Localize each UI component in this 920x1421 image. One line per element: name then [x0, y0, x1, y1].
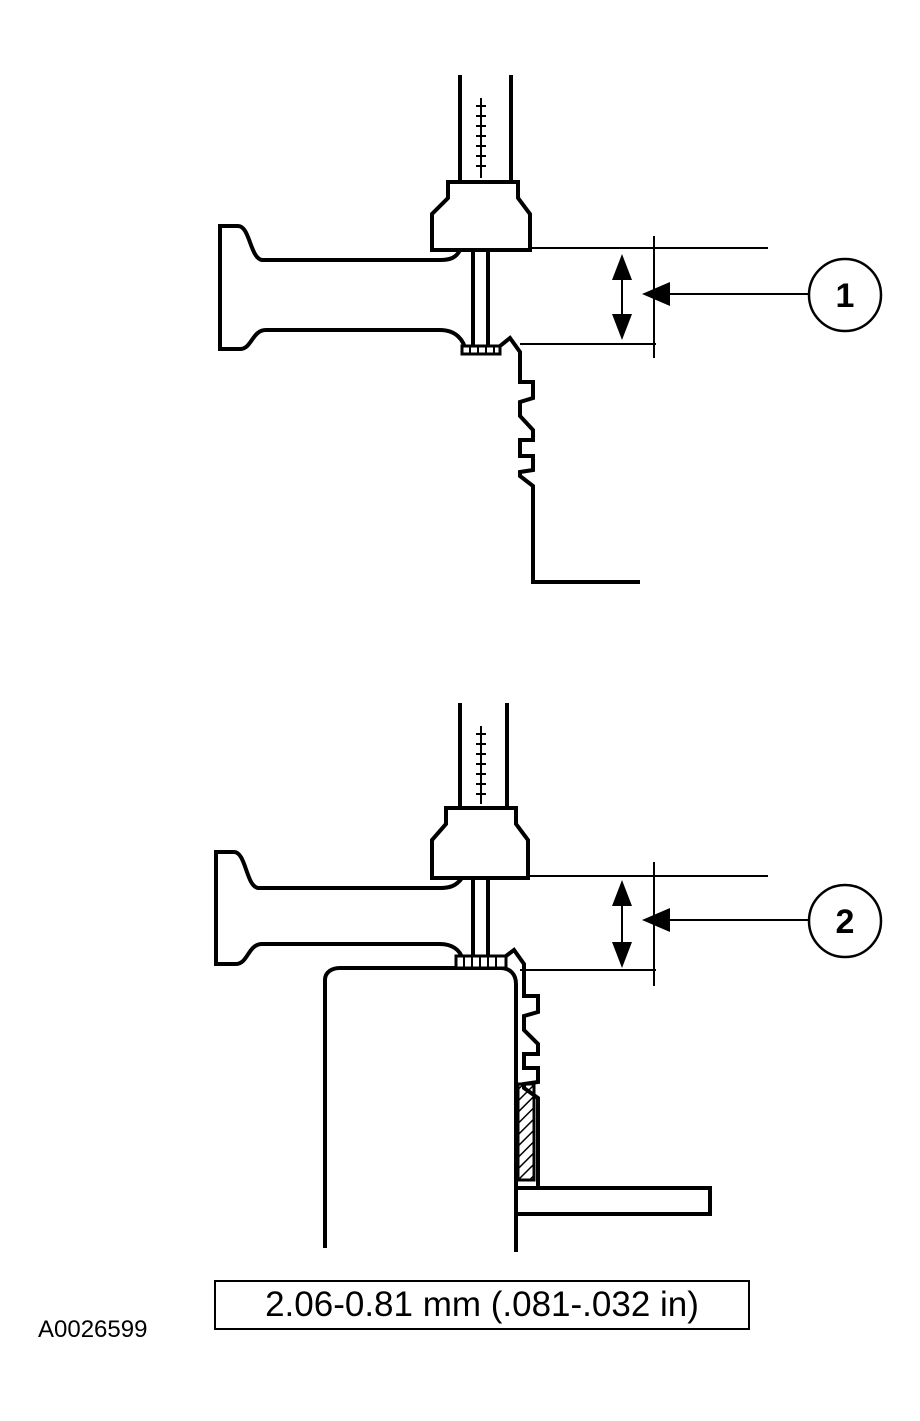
- valve-bottom: [214, 850, 464, 966]
- gauge-shaft-bottom: [458, 703, 509, 808]
- gauge-head-bottom: [430, 806, 530, 880]
- callout-circle-2: [807, 883, 883, 959]
- cylinder-head-top: [498, 335, 640, 584]
- dimension-top: [520, 236, 808, 358]
- dimension-bottom: [520, 862, 808, 986]
- callout-label-1: 1: [836, 277, 855, 315]
- callout-circle-1: [807, 257, 883, 333]
- probe-tip-top: [471, 250, 490, 346]
- valve-top: [218, 224, 468, 353]
- callout-label-2: 2: [836, 903, 855, 941]
- head-ledge-bottom: [516, 1186, 712, 1216]
- gauge-shaft-top: [458, 75, 513, 182]
- top-view: 1: [218, 75, 883, 584]
- specification-text: 2.06-0.81 mm (.081-.032 in): [265, 1285, 699, 1324]
- specification-box: 2.06-0.81 mm (.081-.032 in): [214, 1280, 750, 1330]
- gauge-head-top: [430, 180, 532, 252]
- seat-insert-bottom: [454, 954, 508, 970]
- hatched-section-bottom: [516, 1082, 536, 1182]
- bottom-view: 2: [214, 703, 883, 1252]
- figure-id: A0026599: [38, 1316, 148, 1343]
- seat-insert-top: [460, 344, 502, 356]
- probe-tip-bottom: [471, 878, 490, 956]
- gauge-block-bottom: [323, 966, 518, 1252]
